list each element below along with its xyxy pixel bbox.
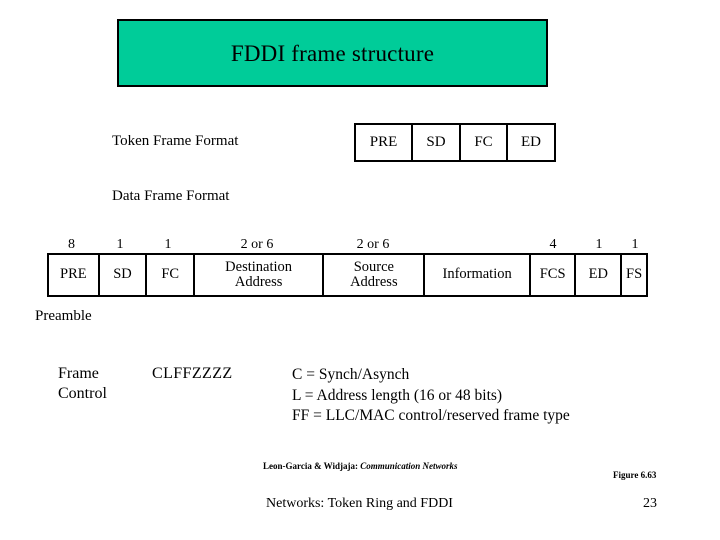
page-number: 23 xyxy=(643,496,657,511)
data-frame-size-row: 8 1 1 2 or 6 2 or 6 4 1 1 xyxy=(47,233,648,253)
data-field-information: Information xyxy=(423,255,528,295)
data-field-fc: FC xyxy=(145,255,193,295)
data-field-pre: PRE xyxy=(60,266,87,283)
frame-control-legend-ff: FF = LLC/MAC control/reserved frame type xyxy=(292,407,570,425)
frame-control-label-line2: Control xyxy=(58,385,107,402)
data-field-ed: ED xyxy=(574,255,620,295)
data-field-source-address-line1: Source xyxy=(353,258,394,275)
source-credit-authors: Leon-Garcia & Widjaja: xyxy=(263,461,358,471)
frame-control-label: Frame Control xyxy=(58,364,107,404)
data-frame-format-label: Data Frame Format xyxy=(112,188,230,204)
data-size-information xyxy=(424,233,530,253)
figure-number: Figure 6.63 xyxy=(613,470,657,480)
data-size-sd: 1 xyxy=(116,237,124,252)
data-frame-table: PRE SD FC Destination Address Source Add… xyxy=(47,253,648,297)
token-field-pre: PRE xyxy=(369,134,398,150)
frame-control-legend-l: L = Address length (16 or 48 bits) xyxy=(292,386,503,404)
preamble-label: Preamble xyxy=(35,308,92,324)
source-credit-book: Communication Networks xyxy=(360,461,458,471)
data-size-source-address: 2 or 6 xyxy=(356,237,390,252)
token-field-sd: SD xyxy=(411,125,459,160)
data-field-destination-address-line1: Destination xyxy=(225,258,293,275)
frame-control-bit-pattern: CLFFZZZZ xyxy=(152,365,233,382)
data-field-fs: FS xyxy=(620,255,646,295)
data-field-fcs: FCS xyxy=(528,255,575,295)
frame-control-label-line1: Frame xyxy=(58,365,99,382)
frame-control-legend: C = Synch/Asynch L = Address length (16 … xyxy=(292,365,570,427)
data-field-source-address-line2: Address xyxy=(350,274,398,290)
frame-control-legend-c: C = Synch/Asynch xyxy=(292,366,410,383)
token-field-ed: ED xyxy=(506,125,554,160)
token-frame-format-label: Token Frame Format xyxy=(112,133,239,149)
data-frame-diagram: 8 1 1 2 or 6 2 or 6 4 1 1 PRE SD FC Dest… xyxy=(47,233,648,297)
data-field-source-address: Source Address xyxy=(322,255,423,295)
data-field-destination-address: Destination Address xyxy=(193,255,322,295)
data-size-fc: 1 xyxy=(164,237,172,252)
page-title: FDDI frame structure xyxy=(230,40,435,66)
data-size-destination-address: 2 or 6 xyxy=(240,237,274,252)
footer-section-title: Networks: Token Ring and FDDI xyxy=(266,496,453,511)
data-size-ed: 1 xyxy=(595,237,603,252)
token-field-fc: FC xyxy=(459,125,506,160)
token-frame-table: PRE SD FC ED xyxy=(354,123,556,162)
data-size-fcs: 4 xyxy=(549,237,557,252)
data-size-fs: 1 xyxy=(631,237,639,252)
data-field-destination-address-line2: Address xyxy=(234,274,283,290)
title-banner: FDDI frame structure xyxy=(117,19,548,87)
data-size-pre: 8 xyxy=(68,237,75,252)
source-credit: Leon-Garcia & Widjaja: Communication Net… xyxy=(263,461,458,471)
data-field-sd: SD xyxy=(97,255,146,295)
